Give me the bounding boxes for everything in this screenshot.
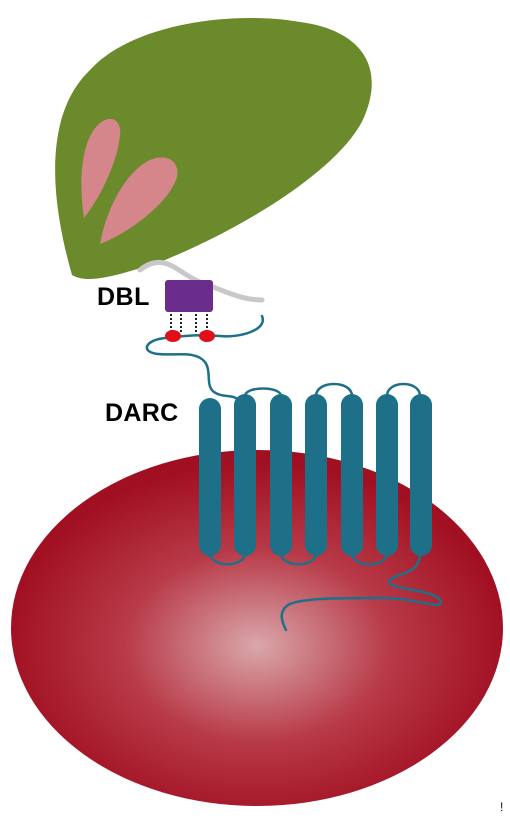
transmembrane-helix	[199, 398, 221, 556]
transmembrane-helix	[376, 394, 398, 556]
dbl-label: DBL	[97, 283, 150, 311]
extracellular-loop	[385, 382, 422, 397]
transmembrane-helix	[305, 394, 327, 556]
transmembrane-helix	[341, 394, 363, 556]
parasite-organelle	[81, 118, 121, 218]
intracellular-loop	[279, 552, 318, 566]
extracellular-loop	[314, 382, 354, 397]
binding-site	[199, 330, 215, 342]
darc-label: DARC	[105, 399, 179, 427]
intracellular-loop	[208, 552, 247, 566]
transmembrane-helix	[410, 394, 432, 556]
dbl-domain	[165, 280, 213, 312]
darc-n-terminus	[145, 314, 265, 402]
intracellular-loop	[350, 552, 389, 566]
extracellular-loop	[243, 387, 283, 397]
parasite-organelle	[100, 157, 178, 244]
stray-mark: !	[500, 800, 504, 814]
transmembrane-helix	[234, 394, 256, 556]
transmembrane-helix	[270, 394, 292, 556]
binding-site	[165, 330, 181, 342]
darc-receptor	[199, 382, 443, 632]
darc-c-terminus	[280, 551, 443, 632]
